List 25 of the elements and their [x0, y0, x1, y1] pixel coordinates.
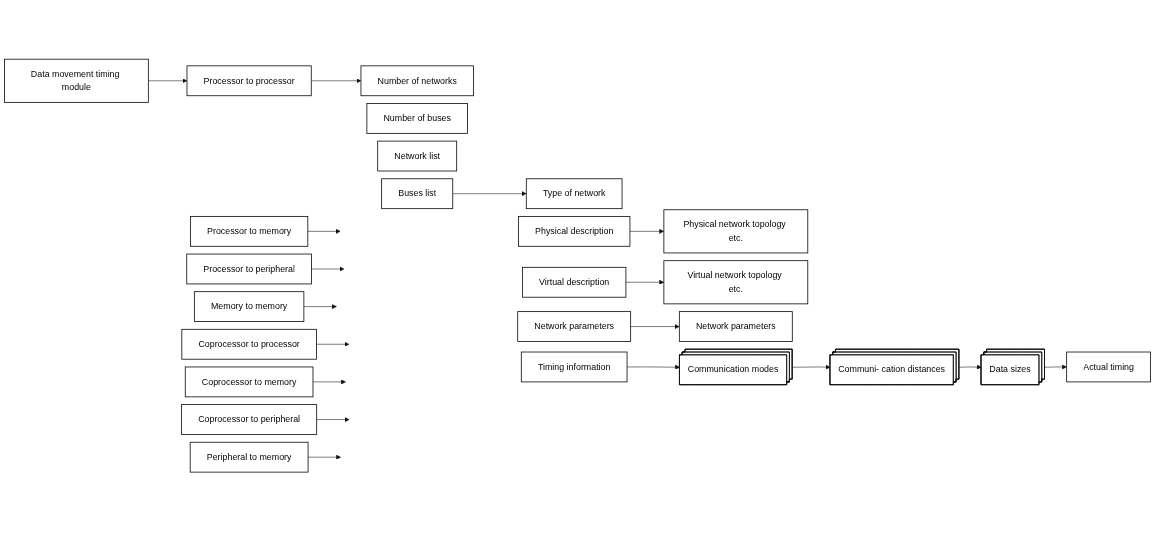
process-box: Memory to memory — [193, 290, 305, 322]
process-box: Number of networks — [360, 64, 474, 96]
process-box: Communi- cation distances — [829, 348, 960, 385]
process-box: Coprocessor to peripheral — [181, 403, 318, 435]
process-box: Physical network topology etc. — [663, 208, 809, 253]
process-box: Data movement timing module — [4, 58, 149, 103]
process-box: Virtual network topology etc. — [663, 259, 809, 304]
process-box: Data sizes — [980, 348, 1045, 385]
process-box: Communication modes — [679, 348, 793, 385]
process-box: Processor to memory — [190, 215, 309, 247]
process-box: Virtual description — [522, 266, 627, 298]
process-box: Network parameters — [678, 310, 793, 342]
process-box: Network list — [377, 140, 458, 171]
process-box: Peripheral to memory — [189, 441, 309, 473]
process-box: Coprocessor to processor — [181, 328, 317, 360]
process-box: Network parameters — [517, 310, 632, 342]
process-box: Coprocessor to memory — [184, 366, 314, 397]
process-box: Type of network — [525, 177, 623, 209]
process-box: Processor to peripheral — [186, 253, 312, 284]
process-box: Processor to processor — [186, 64, 312, 96]
process-box: Buses list — [381, 177, 454, 209]
process-box: Physical description — [518, 215, 631, 247]
process-box: Number of buses — [366, 102, 468, 134]
process-box: Actual timing — [1066, 351, 1151, 382]
process-box: Timing information — [520, 351, 628, 382]
